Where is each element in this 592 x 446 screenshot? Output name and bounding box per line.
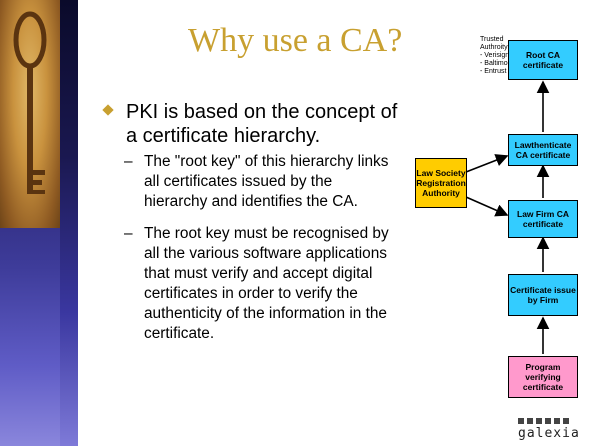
- sidebar-gap: [78, 0, 88, 446]
- root-ca-box: Root CA certificate: [508, 40, 578, 80]
- slide-title: Why use a CA?: [188, 22, 403, 59]
- sub-bullet-text: The root key must be recognised by all t…: [144, 225, 389, 342]
- certificate-issue-box: Certificate issue by Firm: [508, 274, 578, 316]
- trusted-note-line: Trusted: [480, 36, 504, 43]
- law-society-ra-box: Law Society Registration Authority: [415, 158, 467, 208]
- program-verifying-box: Program verifying certificate: [508, 356, 578, 398]
- company-logo: galexia: [518, 418, 592, 446]
- lawthenticate-ca-box: Lawthenticate CA certificate: [508, 134, 578, 166]
- key-image: [0, 0, 60, 228]
- sidebar-shade: [60, 0, 78, 446]
- sub-bullet-text: The "root key" of this hierarchy links a…: [144, 153, 389, 210]
- trusted-note-line: - Baltimore: [480, 60, 514, 67]
- arrow-lawsociety-to-lawfirm: [465, 196, 509, 217]
- main-bullet: PKI is based on the concept of a certifi…: [102, 100, 404, 148]
- law-firm-ca-box: Law Firm CA certificate: [508, 200, 578, 238]
- sub-bullet-item: – The root key must be recognised by all…: [124, 224, 394, 344]
- trusted-authority-note: Trusted Authroity - Verisign - Baltimore…: [480, 36, 540, 76]
- logo-text: galexia: [518, 426, 580, 441]
- trusted-note-line: - Entrust: [480, 68, 507, 75]
- sub-bullet-item: – The "root key" of this hierarchy links…: [124, 152, 394, 212]
- dash-bullet: –: [124, 153, 133, 170]
- sub-bullet-list: – The "root key" of this hierarchy links…: [124, 152, 394, 356]
- main-bullet-text: PKI is based on the concept of a certifi…: [126, 101, 398, 147]
- dash-bullet: –: [124, 225, 133, 242]
- logo-dots-icon: [518, 418, 592, 424]
- diamond-bullet-icon: [102, 104, 114, 116]
- trusted-note-line: Authroity: [480, 44, 508, 51]
- arrow-lawsociety-to-lawthenticate: [465, 154, 509, 173]
- trusted-note-line: - Verisign: [480, 52, 510, 59]
